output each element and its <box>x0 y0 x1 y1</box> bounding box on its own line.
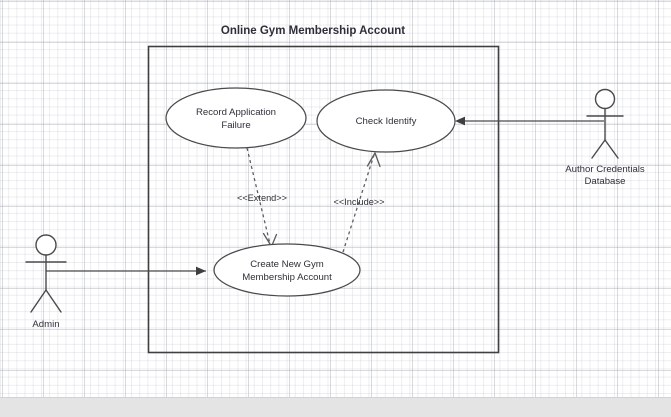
use-case-label-line-2: Membership Account <box>242 272 332 283</box>
diagram-canvas: Online Gym Membership Account <<Extend>> <box>0 0 671 397</box>
relationship-credentials-association[interactable] <box>455 116 604 126</box>
use-case-ellipse <box>316 89 456 153</box>
actor-head-icon <box>594 88 616 110</box>
actor-leg-right <box>604 139 619 159</box>
actor-head-icon <box>35 234 57 256</box>
actor-author-credentials-database[interactable]: Author Credentials Database <box>565 88 645 188</box>
relationship-extend[interactable]: <<Extend>> <box>237 147 287 248</box>
actor-label-line-1: Admin <box>32 319 59 330</box>
use-case-check-identify[interactable]: Check Identify <box>316 89 456 153</box>
use-case-create-new-gym-membership-account[interactable]: Create New Gym Membership Account <box>213 243 361 297</box>
canvas-bottom-band <box>0 397 671 417</box>
stereotype-label-include: <<Include>> <box>333 197 384 207</box>
actor-label-line-2: Database <box>584 176 625 187</box>
actor-leg-left <box>30 289 47 313</box>
extend-line <box>246 147 271 245</box>
use-case-label-line-1: Record Application <box>196 107 276 118</box>
relationship-include[interactable]: <<Include>> <box>333 152 385 253</box>
use-case-label-line-1: Check Identify <box>356 116 417 127</box>
use-case-record-application-failure[interactable]: Record Application Failure <box>165 87 307 149</box>
stereotype-label-extend: <<Extend>> <box>237 193 287 203</box>
admin-association-arrowhead <box>196 266 206 276</box>
credentials-association-arrowhead <box>455 116 465 126</box>
use-case-label-line-1: Create New Gym <box>250 259 324 270</box>
actor-leg-right <box>45 289 62 313</box>
diagram-svg: Online Gym Membership Account <<Extend>> <box>25 25 645 354</box>
use-case-ellipse <box>165 87 307 149</box>
actor-admin[interactable]: Admin <box>25 234 67 330</box>
actor-label-line-1: Author Credentials <box>565 164 645 175</box>
relationship-admin-association[interactable] <box>46 266 206 276</box>
use-case-label-line-2: Failure <box>221 120 250 131</box>
use-case-ellipse <box>213 243 361 297</box>
system-boundary-box <box>147 45 500 354</box>
include-line <box>342 154 375 253</box>
actor-leg-left <box>591 139 606 159</box>
page-title: Online Gym Membership Account <box>221 25 405 37</box>
include-arrowhead <box>366 152 381 168</box>
